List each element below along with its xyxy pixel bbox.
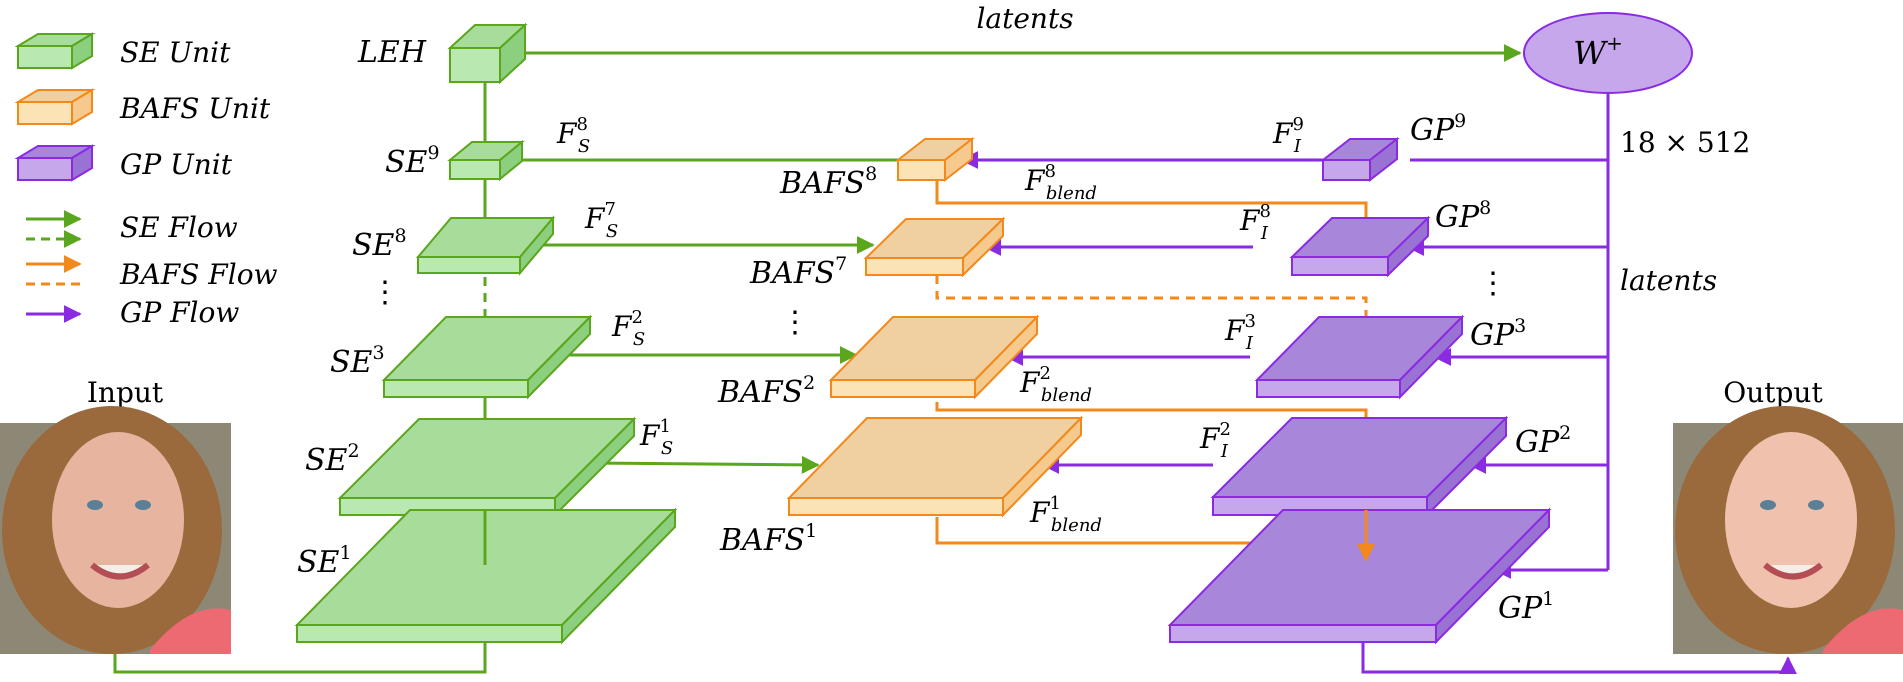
latents-right-label: latents bbox=[1620, 264, 1717, 297]
input-label: Input bbox=[87, 376, 164, 409]
gp1-box bbox=[1167, 507, 1552, 645]
output-face-image bbox=[1673, 406, 1903, 654]
gp3-label: GP3 bbox=[1470, 315, 1526, 353]
se-ellipsis: ⋮ bbox=[370, 275, 400, 310]
se3-label: SE3 bbox=[330, 342, 385, 380]
gp-ellipsis: ⋮ bbox=[1478, 266, 1508, 301]
latents-top-label: latents bbox=[976, 2, 1073, 35]
se2-box bbox=[337, 416, 637, 518]
gp-unit-legend-swatch bbox=[14, 144, 96, 182]
bafs-unit-legend-swatch bbox=[14, 88, 96, 126]
w-plus-label: W+ bbox=[1573, 31, 1623, 72]
se-flow-legend-arrows bbox=[26, 210, 82, 248]
gp-unit-legend-label: GP Unit bbox=[120, 148, 233, 181]
gp2-box bbox=[1210, 415, 1509, 518]
gp2-label: GP2 bbox=[1515, 422, 1571, 460]
gp8-box bbox=[1289, 215, 1431, 278]
se9-box bbox=[447, 139, 525, 182]
gp3-box bbox=[1254, 314, 1465, 400]
bafs7-label: BAFS7 bbox=[749, 253, 847, 291]
input-face-image bbox=[0, 406, 231, 654]
dimension-label: 18 × 512 bbox=[1620, 126, 1750, 159]
se-unit-legend-label: SE Unit bbox=[120, 36, 231, 69]
gp9-box bbox=[1320, 136, 1400, 183]
gp-flow-lines bbox=[960, 90, 1797, 675]
bafs7-box bbox=[863, 216, 1006, 278]
se2-label: SE2 bbox=[305, 440, 360, 478]
gp-flow-legend-label: GP Flow bbox=[120, 296, 239, 329]
bafs2-box bbox=[828, 314, 1040, 400]
bafs-flow-legend-label: BAFS Flow bbox=[119, 258, 278, 291]
legend: SE Unit BAFS Unit GP Unit SE Flow BAFS F… bbox=[14, 32, 278, 329]
se9-label: SE9 bbox=[385, 142, 440, 180]
bafs8-box bbox=[895, 136, 975, 183]
output-label: Output bbox=[1723, 376, 1823, 409]
se1-box bbox=[294, 507, 678, 645]
leh-box bbox=[447, 22, 528, 85]
se8-box bbox=[415, 215, 556, 276]
w-plus-node: W+ bbox=[1523, 12, 1693, 94]
gp8-label: GP8 bbox=[1435, 197, 1491, 235]
bafs-unit-legend-label: BAFS Unit bbox=[119, 92, 271, 125]
bafs-ellipsis: ⋮ bbox=[780, 305, 810, 340]
bafs2-label: BAFS2 bbox=[717, 372, 815, 410]
se-flow-legend-label: SE Flow bbox=[120, 211, 238, 244]
leh-label: LEH bbox=[357, 35, 427, 70]
bafs1-box bbox=[786, 415, 1084, 518]
se-unit-legend-swatch bbox=[14, 32, 96, 70]
bafs1-label: BAFS1 bbox=[719, 520, 817, 558]
gp9-label: GP9 bbox=[1410, 110, 1466, 148]
se3-box bbox=[381, 314, 593, 400]
se8-label: SE8 bbox=[352, 225, 407, 263]
gp1-label: GP1 bbox=[1498, 588, 1554, 626]
bafs8-label: BAFS8 bbox=[779, 163, 877, 201]
bafs-flow-legend-arrows bbox=[26, 255, 82, 286]
se1-label: SE1 bbox=[297, 542, 352, 580]
